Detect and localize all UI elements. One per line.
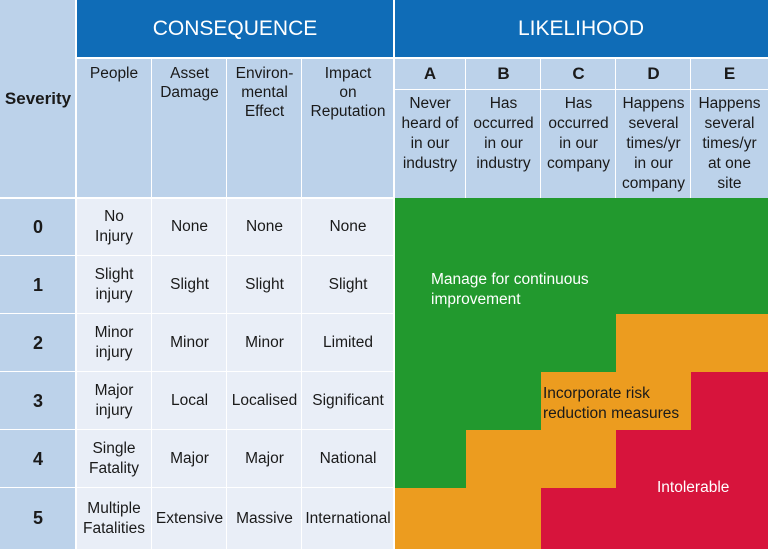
likelihood-letter-d: D	[616, 58, 691, 90]
likelihood-header: LIKELIHOOD	[394, 0, 768, 58]
people-cell: Minor injury	[76, 314, 152, 372]
asset-damage-cell: Local	[152, 372, 227, 430]
asset-damage-cell: Minor	[152, 314, 227, 372]
environmental-effect-cell: Localised	[227, 372, 302, 430]
risk-zone-red-e	[691, 372, 768, 549]
people-cell: No Injury	[76, 198, 152, 256]
people-cell: Slight injury	[76, 256, 152, 314]
severity-number: 1	[0, 256, 76, 314]
likelihood-description-d: Happens several times/yr in our company	[616, 90, 691, 198]
likelihood-letter-e: E	[691, 58, 768, 90]
environmental-effect-cell: None	[227, 198, 302, 256]
likelihood-letter-b: B	[466, 58, 541, 90]
reputation-cell: Limited	[302, 314, 394, 372]
risk-zone-orange-b	[466, 430, 541, 549]
reputation-cell: International	[302, 488, 394, 549]
reputation-cell: Significant	[302, 372, 394, 430]
asset-damage-cell: Slight	[152, 256, 227, 314]
likelihood-description-c: Has occurred in our company	[541, 90, 616, 198]
reputation-cell: None	[302, 198, 394, 256]
severity-number: 0	[0, 198, 76, 256]
likelihood-description-b: Has occurred in our industry	[466, 90, 541, 198]
column-header-impact-on-reputation: Impact on Reputation	[302, 58, 394, 198]
severity-number: 4	[0, 430, 76, 488]
severity-number: 5	[0, 488, 76, 549]
column-header-asset-damage: Asset Damage	[152, 58, 227, 198]
environmental-effect-cell: Slight	[227, 256, 302, 314]
column-header-environmental-effect: Environ- mental Effect	[227, 58, 302, 198]
severity-header: Severity	[0, 0, 76, 198]
red-zone-label: Intolerable	[657, 479, 730, 496]
asset-damage-cell: Extensive	[152, 488, 227, 549]
likelihood-description-a: Never heard of in our industry	[394, 90, 466, 198]
severity-number: 2	[0, 314, 76, 372]
reputation-cell: Slight	[302, 256, 394, 314]
risk-zone-red-d	[616, 430, 691, 549]
asset-damage-cell: None	[152, 198, 227, 256]
severity-number: 3	[0, 372, 76, 430]
environmental-effect-cell: Major	[227, 430, 302, 488]
environmental-effect-cell: Massive	[227, 488, 302, 549]
people-cell: Single Fatality	[76, 430, 152, 488]
consequence-header: CONSEQUENCE	[76, 0, 394, 58]
likelihood-letter-a: A	[394, 58, 466, 90]
likelihood-description-e: Happens several times/yr at one site	[691, 90, 768, 198]
asset-damage-cell: Major	[152, 430, 227, 488]
green-zone-label: Manage for continuous improvement	[431, 271, 589, 308]
column-header-people: People	[76, 58, 152, 198]
risk-zone-red-c	[541, 488, 616, 549]
likelihood-letter-c: C	[541, 58, 616, 90]
risk-zone-orange-a	[394, 488, 466, 549]
people-cell: Major injury	[76, 372, 152, 430]
people-cell: Multiple Fatalities	[76, 488, 152, 549]
environmental-effect-cell: Minor	[227, 314, 302, 372]
orange-zone-label: Incorporate risk reduction measures	[543, 385, 680, 422]
reputation-cell: National	[302, 430, 394, 488]
